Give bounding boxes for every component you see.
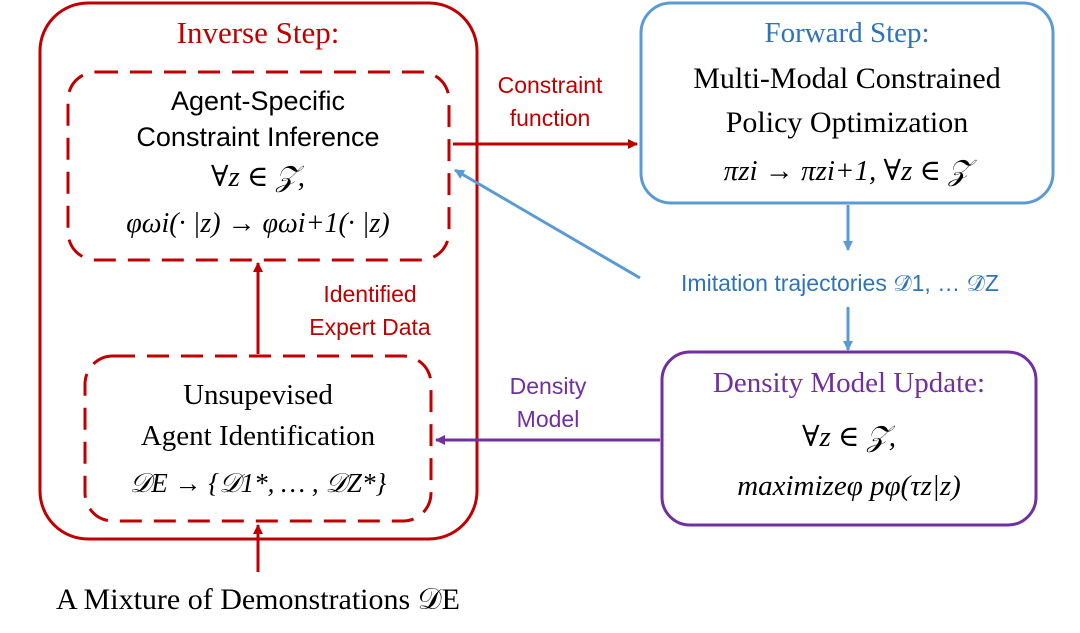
density-update-box xyxy=(660,350,1038,527)
forward-step-line1: Multi-Modal Constrained xyxy=(693,62,1000,95)
agent-identification-line2: Agent Identification xyxy=(141,420,376,452)
agent-identification-line1: Unsupevised xyxy=(183,379,333,411)
agent-identification-box xyxy=(83,354,433,523)
imitation-trajectories-label: Imitation trajectories 𝒟̂1, … 𝒟̂Z xyxy=(681,270,999,296)
mixture-caption: A Mixture of Demonstrations 𝒟E xyxy=(56,583,460,616)
density-update-line1: ∀z ∈ 𝒵, xyxy=(802,421,896,453)
identified-expert-data-label-2: Expert Data xyxy=(309,314,431,340)
density-model-label-2: Model xyxy=(517,406,580,432)
density-update-title: Density Model Update: xyxy=(713,367,985,399)
constraint-inference-line2: Constraint Inference xyxy=(136,122,379,152)
forward-step-line2: Policy Optimization xyxy=(726,106,968,139)
forward-step-line3: πzi → πzi+1, ∀z ∈ 𝒵 xyxy=(724,155,978,187)
constraint-inference-line3: ∀z ∈ 𝒵, xyxy=(211,161,305,193)
forward-step-title: Forward Step: xyxy=(764,17,929,49)
constraint-inference-line4: φωi(· |z) → φωi+1(· |z) xyxy=(126,208,389,239)
constraint-inference-line1: Agent-Specific xyxy=(171,86,345,116)
constraint-function-label-1: Constraint xyxy=(498,72,603,98)
trajectories-to-constraint-arrow xyxy=(454,168,641,280)
agent-identification-line3: 𝒟E → {𝒟1*, … , 𝒟Z*} xyxy=(130,468,387,498)
density-model-label-1: Density xyxy=(510,373,587,399)
density-update-line2: maximizeφ pφ(τz|z) xyxy=(737,470,961,502)
identified-expert-data-label-1: Identified xyxy=(323,281,416,307)
inverse-step-title: Inverse Step: xyxy=(177,15,340,50)
constraint-function-label-2: function xyxy=(510,105,591,131)
forward-step-box xyxy=(639,1,1055,205)
